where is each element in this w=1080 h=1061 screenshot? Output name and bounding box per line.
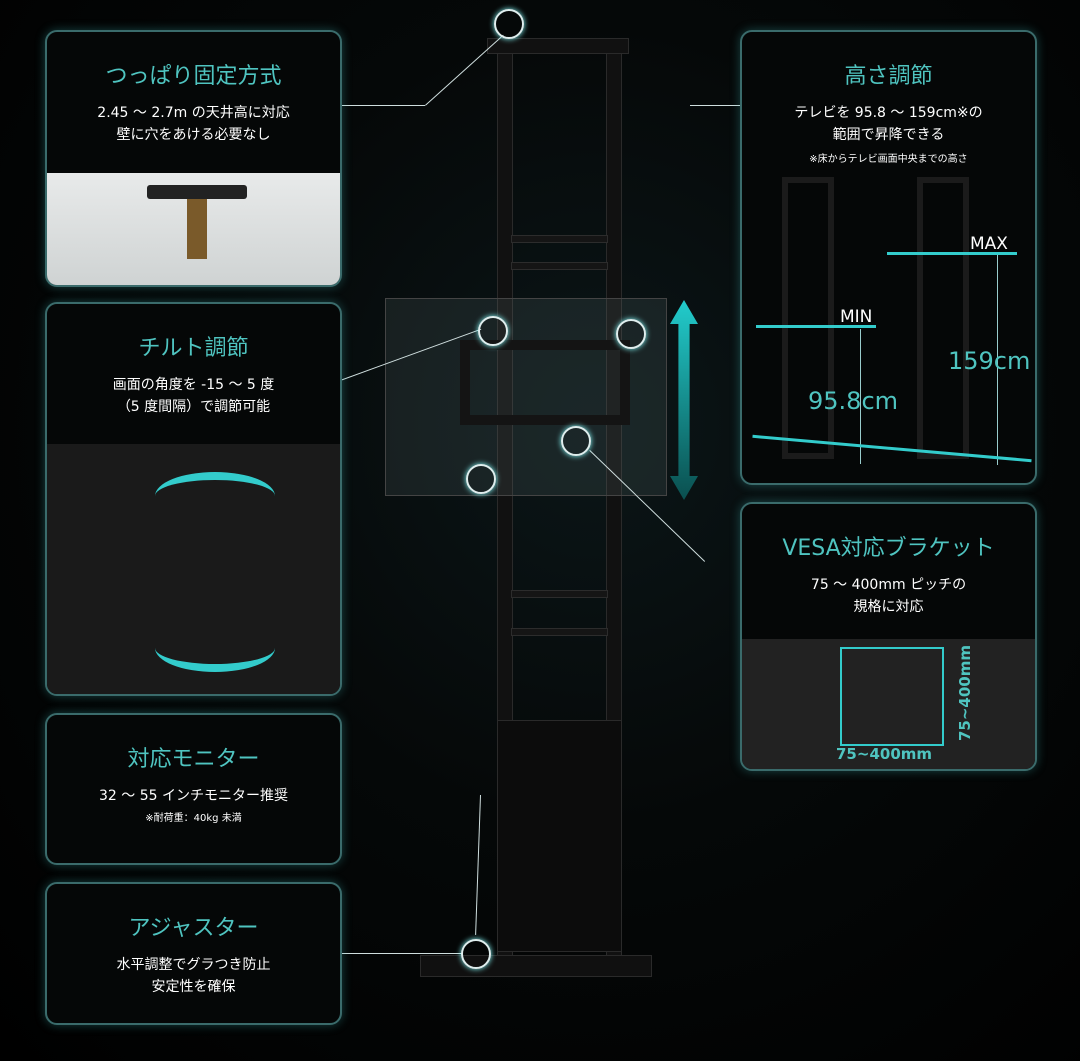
callout-line <box>340 105 425 106</box>
callout-marker <box>616 319 646 349</box>
panel-text: 範囲で昇降できる <box>832 127 945 143</box>
min-label: MIN <box>840 307 873 327</box>
panel-text: 壁に穴をあける必要なし <box>116 127 271 143</box>
callout-line <box>475 795 481 935</box>
callout-marker <box>461 939 491 969</box>
tilt-arrow-icon <box>155 472 275 520</box>
max-value: 159cm <box>948 347 1031 375</box>
vesa-photo: 75~400mm 75~400mm <box>742 639 1035 769</box>
tilt-panel: チルト調節 画面の角度を -15 〜 5 度 （5 度間隔）で調節可能 <box>45 302 342 696</box>
tilt-photo <box>47 444 340 694</box>
callout-marker <box>494 9 524 39</box>
panel-text: （5 度間隔）で調節可能 <box>116 399 271 415</box>
vesa-vertical-label: 75~400mm <box>956 644 975 742</box>
panel-note: ※床からテレビ画面中央までの高さ <box>809 154 968 165</box>
adjuster-panel: アジャスター 水平調整でグラつき防止安定性を確保 <box>45 882 342 1025</box>
panel-title: チルト調節 <box>138 336 249 361</box>
callout-line <box>690 105 740 106</box>
vesa-horizontal-label: 75~400mm <box>836 745 933 763</box>
max-label: MAX <box>970 234 1008 254</box>
height-panel: 高さ調節 テレビを 95.8 〜 159cm※の範囲で昇降できる ※床からテレビ… <box>740 30 1037 485</box>
min-value: 95.8cm <box>808 387 899 415</box>
callout-marker <box>478 316 508 346</box>
callout-line <box>425 34 504 106</box>
callout-marker <box>466 464 496 494</box>
panel-text: 画面の角度を -15 〜 5 度 <box>112 377 275 393</box>
panel-text: 32 〜 55 インチモニター推奨 <box>99 788 288 804</box>
height-diagram: MIN MAX 95.8cm 159cm <box>742 177 1035 483</box>
panel-title: アジャスター <box>128 916 259 941</box>
height-arrow-icon <box>670 300 698 500</box>
panel-text: 2.45 〜 2.7m の天井高に対応 <box>97 105 290 121</box>
panel-text: 水平調整でグラつき防止 <box>116 957 271 973</box>
callout-line <box>340 953 462 954</box>
panel-title: VESA対応ブラケット <box>782 536 995 561</box>
panel-note: ※耐荷重：40kg 未満 <box>145 813 242 824</box>
monitor-panel: 対応モニター 32 〜 55 インチモニター推奨 ※耐荷重：40kg 未満 <box>45 713 342 865</box>
tilt-arrow-icon <box>155 624 275 672</box>
panel-title: 高さ調節 <box>844 64 933 89</box>
vesa-panel: VESA対応ブラケット 75 〜 400mm ピッチの規格に対応 75~400m… <box>740 502 1037 771</box>
panel-title: つっぱり固定方式 <box>105 64 282 89</box>
panel-text: 規格に対応 <box>853 599 924 615</box>
ceiling-mount-photo <box>47 173 340 285</box>
panel-text: 75 〜 400mm ピッチの <box>810 577 967 593</box>
vesa-bracket <box>460 340 630 425</box>
callout-marker <box>561 426 591 456</box>
panel-text: テレビを 95.8 〜 159cm※の <box>794 105 983 121</box>
tension-panel: つっぱり固定方式 2.45 〜 2.7m の天井高に対応壁に穴をあける必要なし <box>45 30 342 287</box>
panel-title: 対応モニター <box>127 747 260 772</box>
panel-text: 安定性を確保 <box>151 979 236 995</box>
